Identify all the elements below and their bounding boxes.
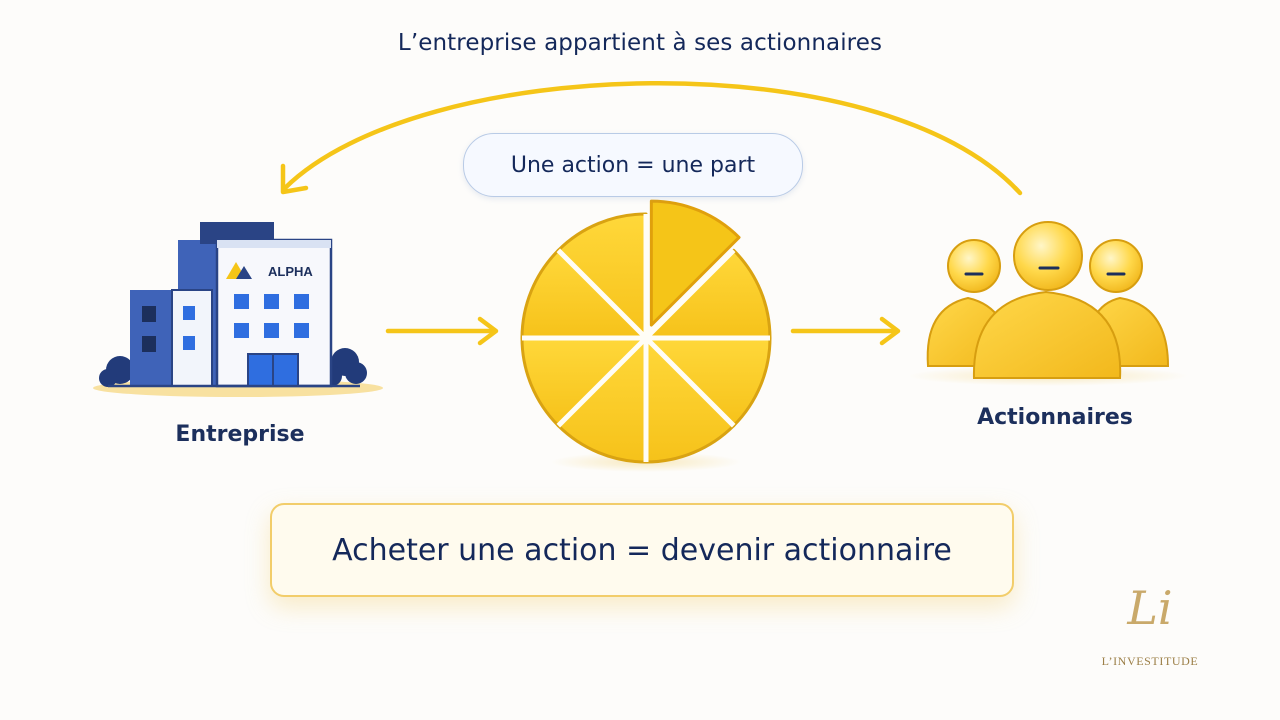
conclusion-box: Acheter une action = devenir actionnaire (270, 503, 1014, 597)
arrow-pie-to-shareholders (790, 316, 901, 346)
pie-slice-separator (644, 336, 736, 428)
arrow-company-to-pie (385, 316, 499, 346)
pie-slice (556, 212, 648, 340)
pie-slice (520, 336, 648, 428)
company-sign: ALPHA (268, 264, 313, 279)
pie-slice-separator (556, 336, 648, 428)
pie-slice-highlighted (649, 199, 741, 327)
brand-logo-mark: Li (1127, 581, 1173, 635)
shares-pie-icon (520, 199, 772, 472)
diagram-title: L’entreprise appartient à ses actionnair… (397, 30, 883, 56)
pie-slice (644, 336, 772, 428)
ownership-curve-arrowhead (280, 163, 309, 195)
shareholders-icon (908, 221, 1188, 386)
share-definition-pill: Une action = une part (463, 133, 803, 197)
pie-slice (556, 336, 648, 464)
shareholders-label: Actionnaires (977, 405, 1133, 430)
pie-slice (644, 248, 772, 340)
company-building-icon (93, 222, 383, 397)
pie-slice (520, 248, 648, 340)
pie-slice (644, 336, 736, 464)
company-label: Entreprise (175, 422, 305, 447)
pie-slice-separator (556, 248, 648, 340)
ownership-curve-arrow (282, 81, 1023, 196)
brand-name: L’INVESTITUDE (1101, 654, 1199, 668)
pie-slice-separator (644, 248, 736, 340)
